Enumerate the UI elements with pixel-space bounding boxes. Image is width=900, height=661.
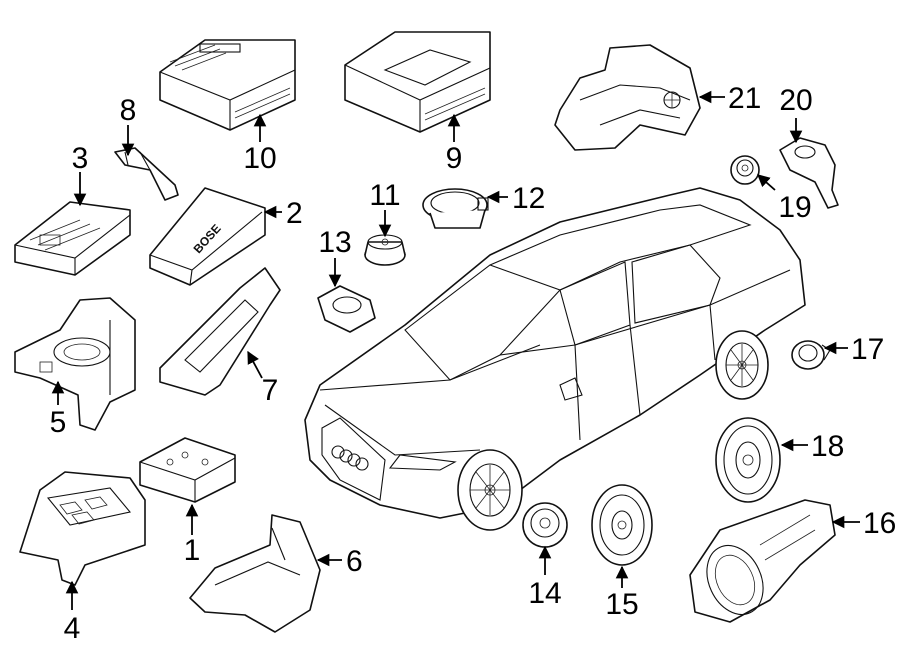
callout-11: 11 bbox=[369, 179, 400, 212]
part-small-module bbox=[139, 437, 236, 503]
callout-2: 2 bbox=[286, 197, 303, 230]
part-radio-unit bbox=[159, 39, 296, 131]
callout-20: 20 bbox=[779, 84, 812, 117]
part-frame-holder bbox=[19, 471, 146, 586]
callout-labels: 1 2 3 4 5 6 7 8 9 10 11 12 13 14 15 16 1… bbox=[50, 82, 897, 645]
part-speaker-midrange bbox=[422, 188, 489, 229]
part-small-bracket bbox=[114, 147, 179, 201]
leader-lines bbox=[51, 90, 860, 610]
part-door-speaker bbox=[715, 417, 781, 503]
callout-7: 7 bbox=[262, 374, 279, 407]
part-small-speaker bbox=[522, 502, 568, 548]
callout-19: 19 bbox=[778, 191, 811, 224]
part-navigation-unit bbox=[344, 31, 491, 133]
part-mid-speaker bbox=[591, 484, 653, 566]
part-speaker-bracket bbox=[317, 285, 376, 333]
callout-12: 12 bbox=[512, 182, 545, 215]
callout-8: 8 bbox=[120, 94, 137, 127]
part-control-module bbox=[14, 201, 131, 276]
part-amplifier: BOSE bbox=[149, 187, 266, 286]
callout-3: 3 bbox=[72, 142, 89, 175]
part-small-tweeter bbox=[730, 155, 760, 185]
part-tray bbox=[189, 514, 321, 633]
car-illustration bbox=[304, 187, 806, 531]
callout-5: 5 bbox=[50, 406, 67, 439]
callout-10: 10 bbox=[243, 142, 276, 175]
callout-9: 9 bbox=[446, 142, 463, 175]
callout-6: 6 bbox=[346, 545, 363, 578]
part-side-tweeter bbox=[791, 340, 831, 370]
part-trunk-bracket bbox=[554, 44, 701, 151]
callout-21: 21 bbox=[728, 82, 761, 115]
callout-16: 16 bbox=[863, 507, 896, 540]
callout-14: 14 bbox=[528, 577, 561, 610]
part-long-bracket bbox=[159, 267, 281, 396]
callout-1: 1 bbox=[184, 534, 201, 567]
part-tweeter bbox=[364, 234, 406, 266]
callout-17: 17 bbox=[851, 333, 884, 366]
callout-13: 13 bbox=[318, 226, 351, 259]
callout-18: 18 bbox=[811, 430, 844, 463]
callout-4: 4 bbox=[64, 612, 81, 645]
part-speaker-panel bbox=[689, 499, 836, 623]
part-tweeter-bracket bbox=[779, 137, 839, 209]
part-mounting-bracket bbox=[14, 297, 136, 431]
callout-15: 15 bbox=[605, 588, 638, 621]
